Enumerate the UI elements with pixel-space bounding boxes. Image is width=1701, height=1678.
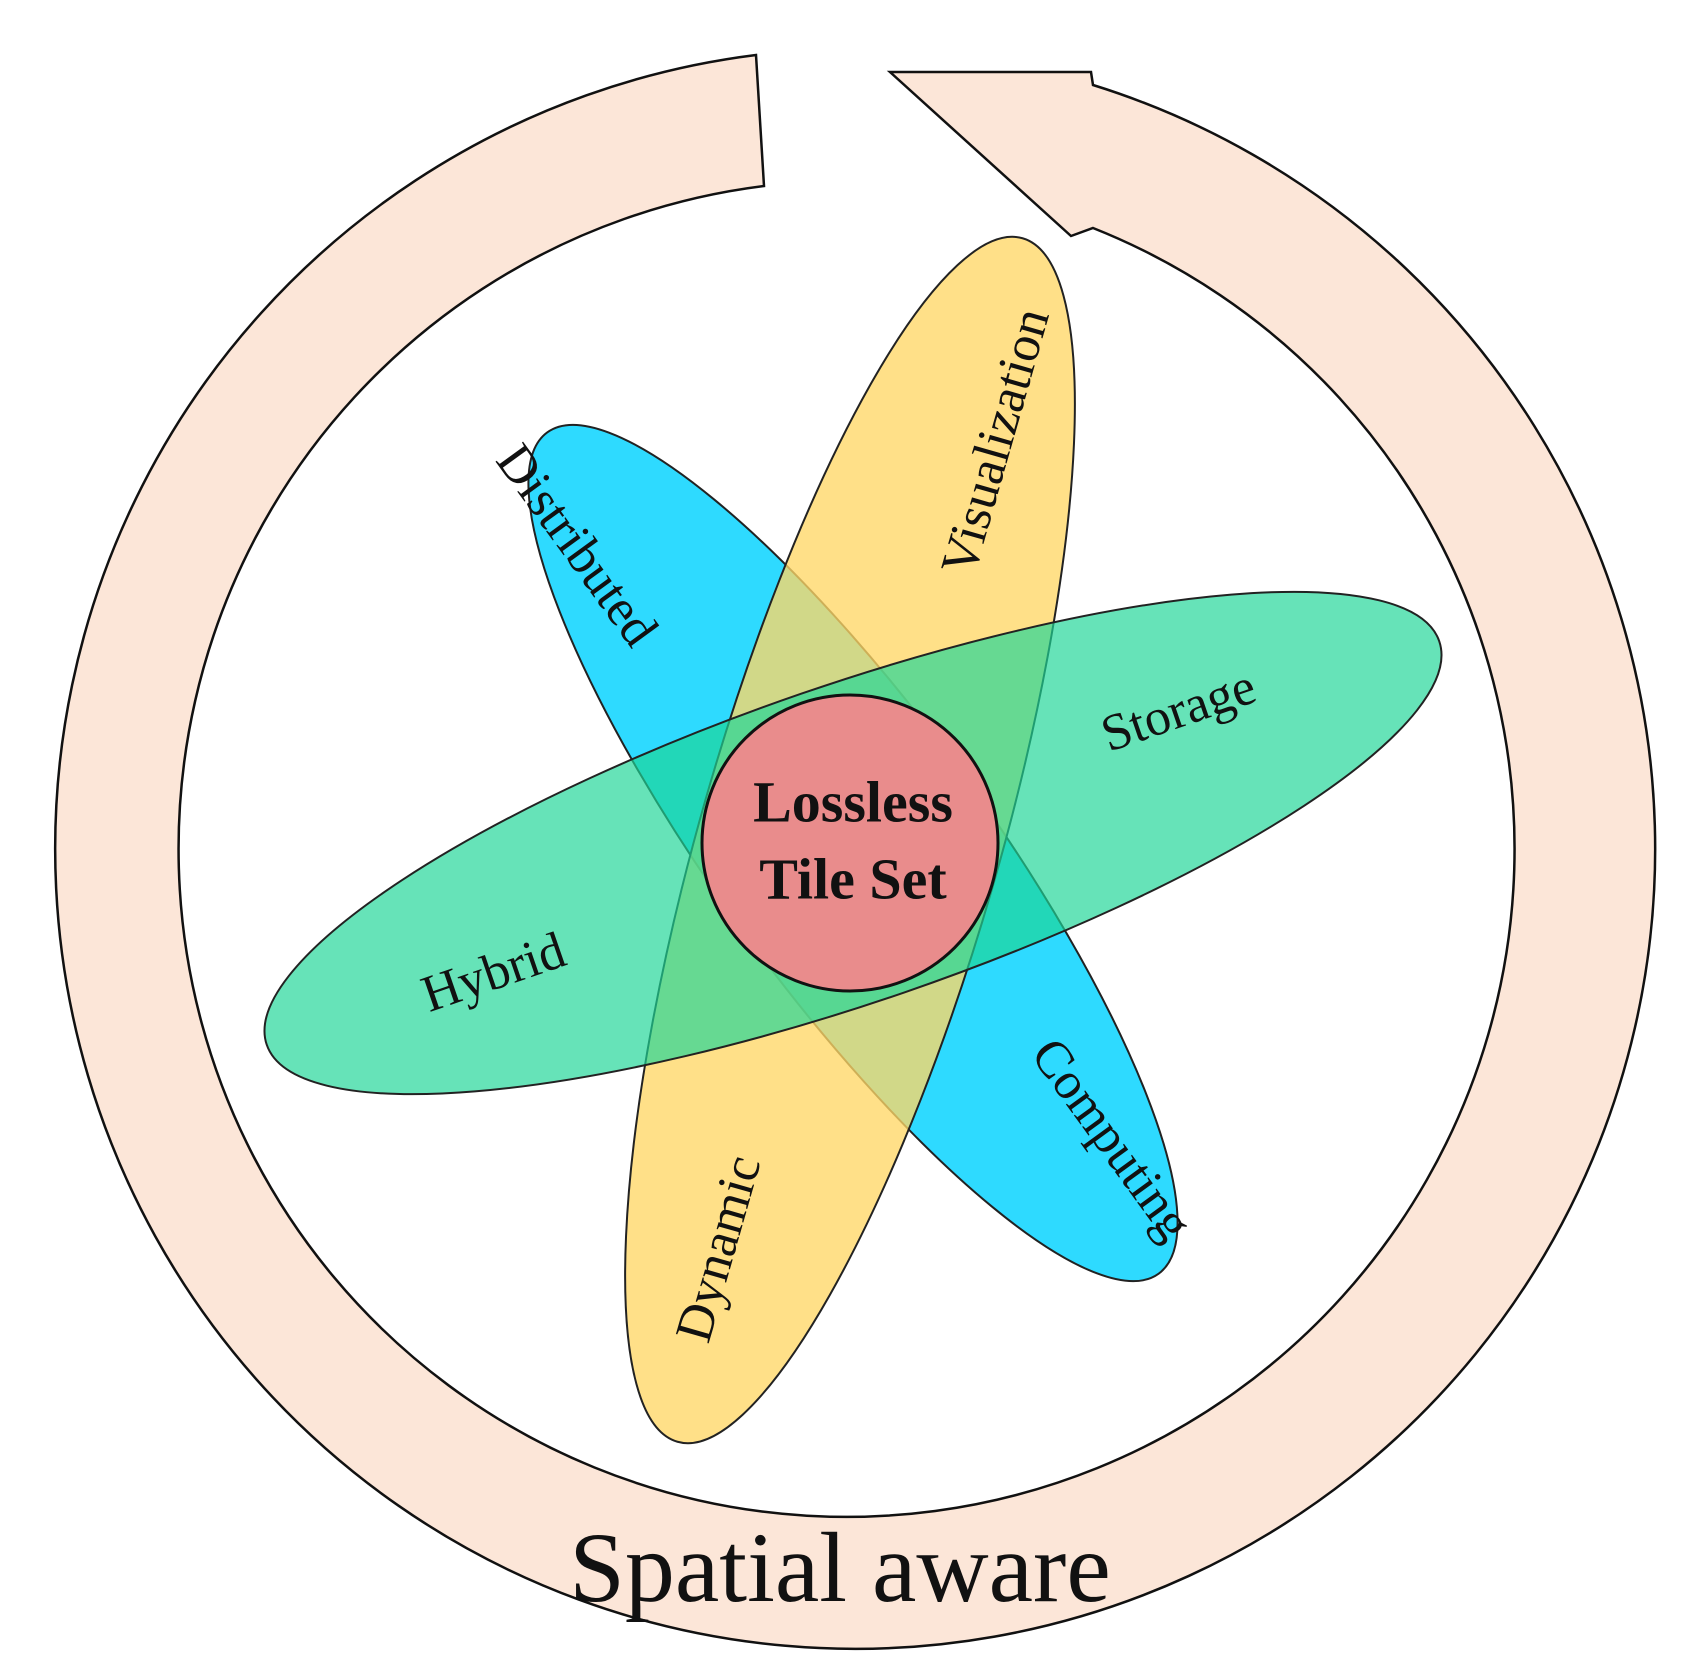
core-circle: [700, 693, 1000, 993]
cycle-arrow: [53, 53, 1657, 1650]
core-label-line2: Tile Set: [759, 846, 947, 911]
cycle-label: Spatial aware: [569, 1512, 1110, 1623]
core-label-line1: Lossless: [753, 769, 953, 834]
